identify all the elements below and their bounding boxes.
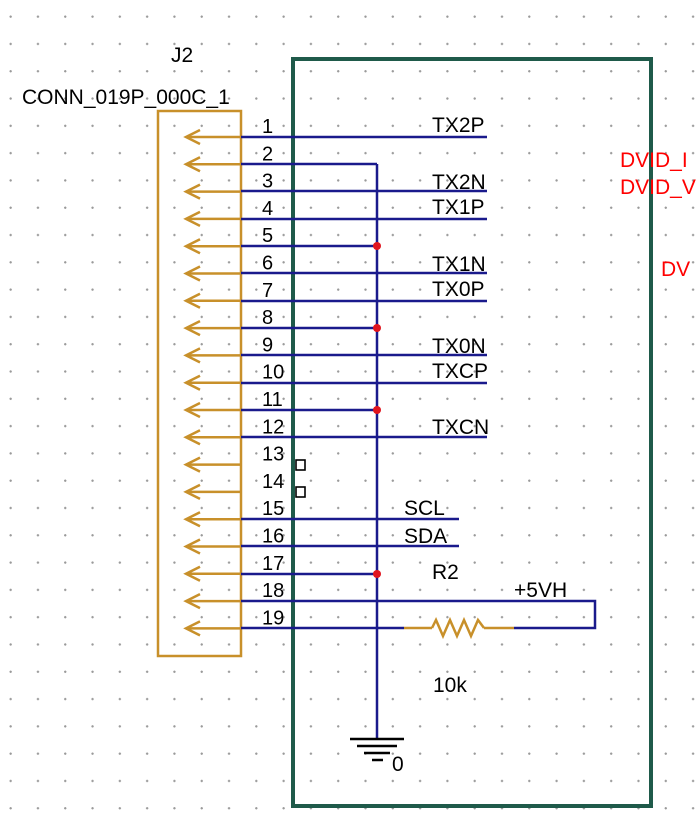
net-label-txcn: TXCN xyxy=(432,416,489,439)
pin-number: 7 xyxy=(262,280,273,302)
net-label-tx1n: TX1N xyxy=(432,253,486,276)
net-label-tx2p: TX2P xyxy=(432,114,485,137)
connector-pin-8[interactable]: 8 xyxy=(183,307,273,337)
pin-number: 11 xyxy=(262,389,283,411)
pin-number: 13 xyxy=(262,444,284,466)
pin-number: 9 xyxy=(262,334,273,356)
pin-number: 4 xyxy=(262,198,273,220)
resistor-ref: R2 xyxy=(432,561,459,584)
junction-dot xyxy=(373,570,381,578)
connector-pin-17[interactable]: 17 xyxy=(183,553,284,582)
connector-pin-3[interactable]: 3 xyxy=(183,171,273,200)
pin-number: 10 xyxy=(262,362,284,384)
junction-dot xyxy=(373,324,381,332)
pin-number: 5 xyxy=(262,225,273,247)
junction-dot xyxy=(373,406,381,414)
pin-number: 3 xyxy=(262,171,273,193)
pin-number: 2 xyxy=(262,143,273,165)
connector-pin-4[interactable]: 4 xyxy=(183,198,273,228)
ground-net-label: 0 xyxy=(392,753,404,776)
connector-pin-1[interactable]: 1 xyxy=(183,116,273,146)
pin-number: 1 xyxy=(262,116,273,138)
connector-pin-15[interactable]: 15 xyxy=(183,498,284,528)
connector-pin-7[interactable]: 7 xyxy=(183,280,273,309)
connector-pin-16[interactable]: 16 xyxy=(183,526,284,555)
connector-pin-14[interactable]: 14 xyxy=(183,471,284,501)
connector-pin-9[interactable]: 9 xyxy=(183,334,273,364)
connector-pin-5[interactable]: 5 xyxy=(183,225,273,255)
resistor-value: 10k xyxy=(433,674,467,697)
net-label-scl: SCL xyxy=(404,497,445,520)
connector-ref: J2 xyxy=(171,44,193,67)
pin-number: 17 xyxy=(262,553,284,575)
connector-part: CONN_019P_000C_1 xyxy=(22,86,230,109)
pin-number: 12 xyxy=(262,416,284,438)
no-connect-marker-15 xyxy=(295,486,306,498)
connector-pin-2[interactable]: 2 xyxy=(183,143,273,173)
pin-number: 19 xyxy=(262,607,284,629)
pin-number: 6 xyxy=(262,253,273,275)
connector-pin-13[interactable]: 13 xyxy=(183,444,284,473)
net-label-tx2n: TX2N xyxy=(432,171,486,194)
connector-pin-6[interactable]: 6 xyxy=(183,253,273,282)
connector-pin-12[interactable]: 12 xyxy=(183,416,284,446)
pin-number: 18 xyxy=(262,580,284,602)
junction-dot xyxy=(373,242,381,250)
pin-number: 16 xyxy=(262,526,284,548)
wire-pin19-vcc[interactable] xyxy=(241,599,597,630)
ground-symbol[interactable] xyxy=(350,737,404,762)
connector-pin-10[interactable]: 10 xyxy=(183,362,284,391)
offpage-label-dvid-v: DVID_V xyxy=(620,176,696,199)
net-label-vcc: +5VH xyxy=(514,579,567,602)
pin-number: 8 xyxy=(262,307,273,329)
net-label-tx0p: TX0P xyxy=(432,278,485,301)
pin-number: 14 xyxy=(262,471,284,493)
net-label-tx0n: TX0N xyxy=(432,335,486,358)
connector-pin-19[interactable]: 19 xyxy=(183,607,284,637)
net-label-tx1p: TX1P xyxy=(432,196,485,219)
net-label-sda: SDA xyxy=(404,525,447,548)
connector-pin-11[interactable]: 11 xyxy=(183,389,283,419)
pin-number: 15 xyxy=(262,498,284,520)
connector-pin-18[interactable]: 18 xyxy=(183,580,284,610)
offpage-label-dv: DV xyxy=(661,258,690,281)
no-connect-marker-13 xyxy=(295,459,306,471)
block-frame[interactable] xyxy=(291,57,653,808)
resistor-r2[interactable] xyxy=(430,616,485,640)
offpage-label-dvid-i: DVID_I xyxy=(620,149,688,172)
net-label-txcp: TXCP xyxy=(432,360,488,383)
